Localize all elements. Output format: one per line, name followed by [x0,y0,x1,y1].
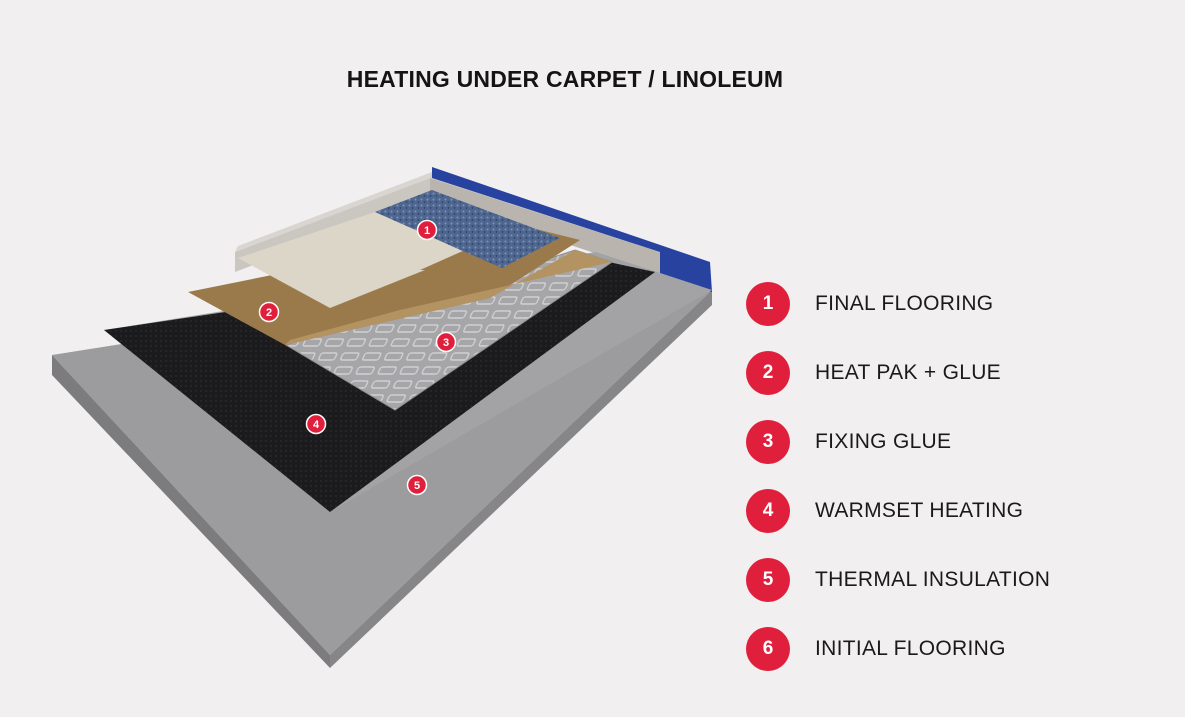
linoleum-sheet [238,212,465,308]
marker-number: 3 [443,337,449,349]
heat-pak-cut [285,250,612,345]
wall-left-top [235,172,432,252]
legend-number-badge: 5 [746,558,790,602]
blue-trim [432,167,712,292]
wall-right [430,178,660,275]
legend-number-badge: 1 [746,282,790,326]
diagram-title: HEATING UNDER CARPET / LINOLEUM [346,66,784,92]
legend-label: HEAT PAK + GLUE [815,361,1001,384]
legend-number-badge: 2 [746,351,790,395]
legend-item-fixing-glue: 3 FIXING GLUE [746,420,1166,464]
marker-fixing-glue: 3 [435,331,457,353]
legend-label: WARMSET HEATING [815,499,1024,522]
marker-circle [406,474,428,496]
marker-circle [258,301,280,323]
marker-number: 4 [313,419,320,431]
legend-item-final-flooring: 1 FINAL FLOORING [746,282,1166,326]
legend-item-thermal-insulation: 5 THERMAL INSULATION [746,558,1166,602]
marker-heat-pak-glue: 2 [258,301,280,323]
marker-thermal-insulation: 5 [406,474,428,496]
marker-number: 1 [424,225,430,237]
legend-number-badge: 3 [746,420,790,464]
marker-number: 2 [266,307,272,319]
marker-number: 5 [414,480,420,492]
marker-circle [435,331,457,353]
legend-label: THERMAL INSULATION [815,568,1051,591]
slab-front [52,355,330,668]
carpet-sheet [375,190,560,268]
legend-item-heat-pak-glue: 2 HEAT PAK + GLUE [746,351,1166,395]
legend-item-warmset-heating: 4 WARMSET HEATING [746,489,1166,533]
marker-circle [305,413,327,435]
legend-item-initial-flooring: 6 INITIAL FLOORING [746,627,1166,671]
diagram-markers: 1 2 3 4 5 [258,219,457,496]
marker-warmset-heating: 4 [305,413,327,435]
legend-number-badge: 6 [746,627,790,671]
marker-final-flooring: 1 [416,219,438,241]
slab-side [330,290,712,668]
legend: 1 FINAL FLOORING 2 HEAT PAK + GLUE 3 FIX… [746,282,1166,696]
marker-circle [416,219,438,241]
legend-label: FINAL FLOORING [815,292,994,315]
legend-label: FIXING GLUE [815,430,952,453]
legend-label: INITIAL FLOORING [815,637,1006,660]
legend-number-badge: 4 [746,489,790,533]
